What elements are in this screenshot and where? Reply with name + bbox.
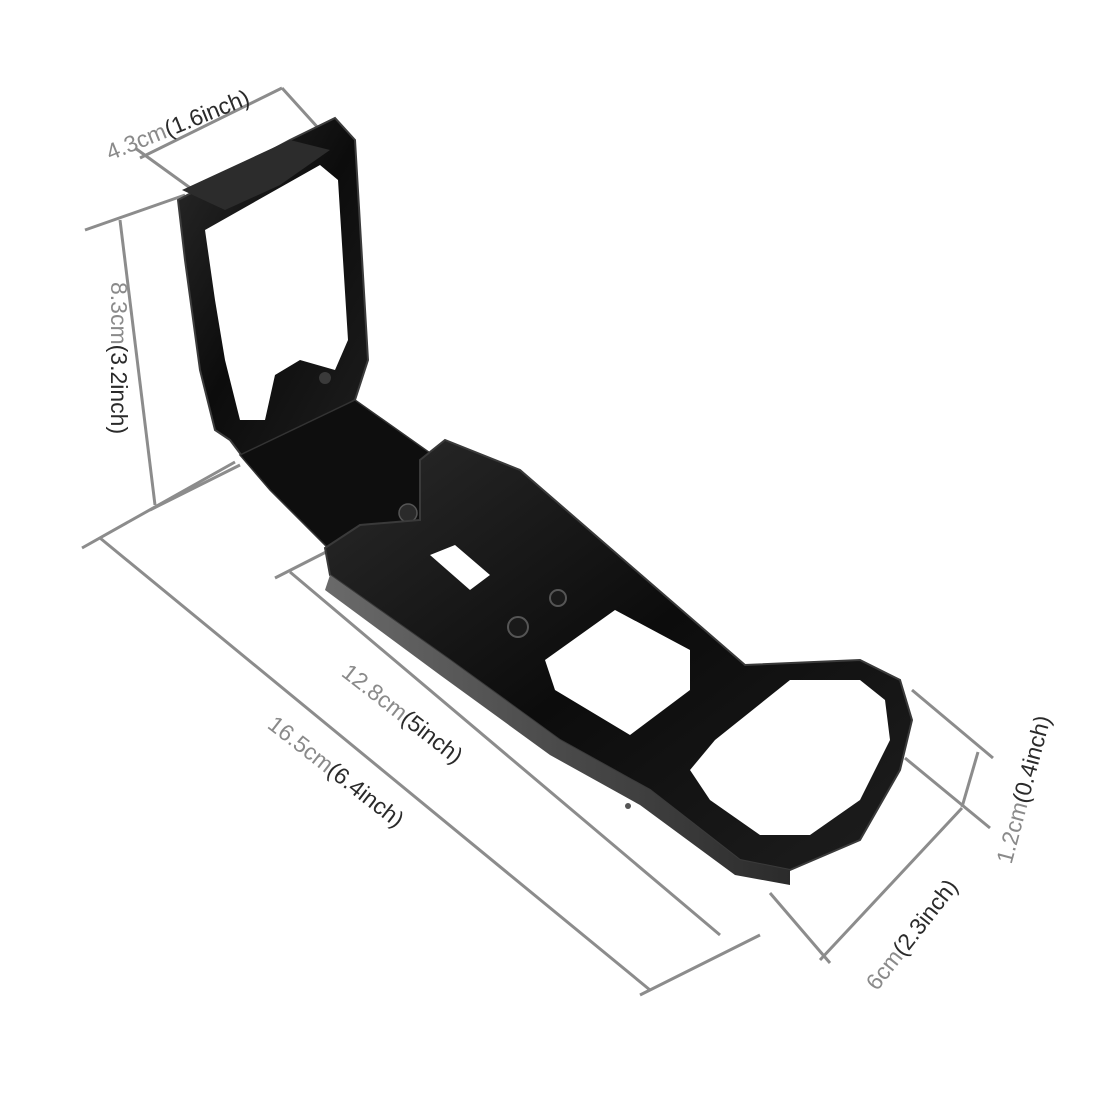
dimension-label-vertical-height: 8.3cm(3.2inch) xyxy=(106,282,132,435)
vertical-frame xyxy=(176,116,370,462)
main-plate xyxy=(323,438,914,885)
dimension-lines xyxy=(81,86,994,997)
